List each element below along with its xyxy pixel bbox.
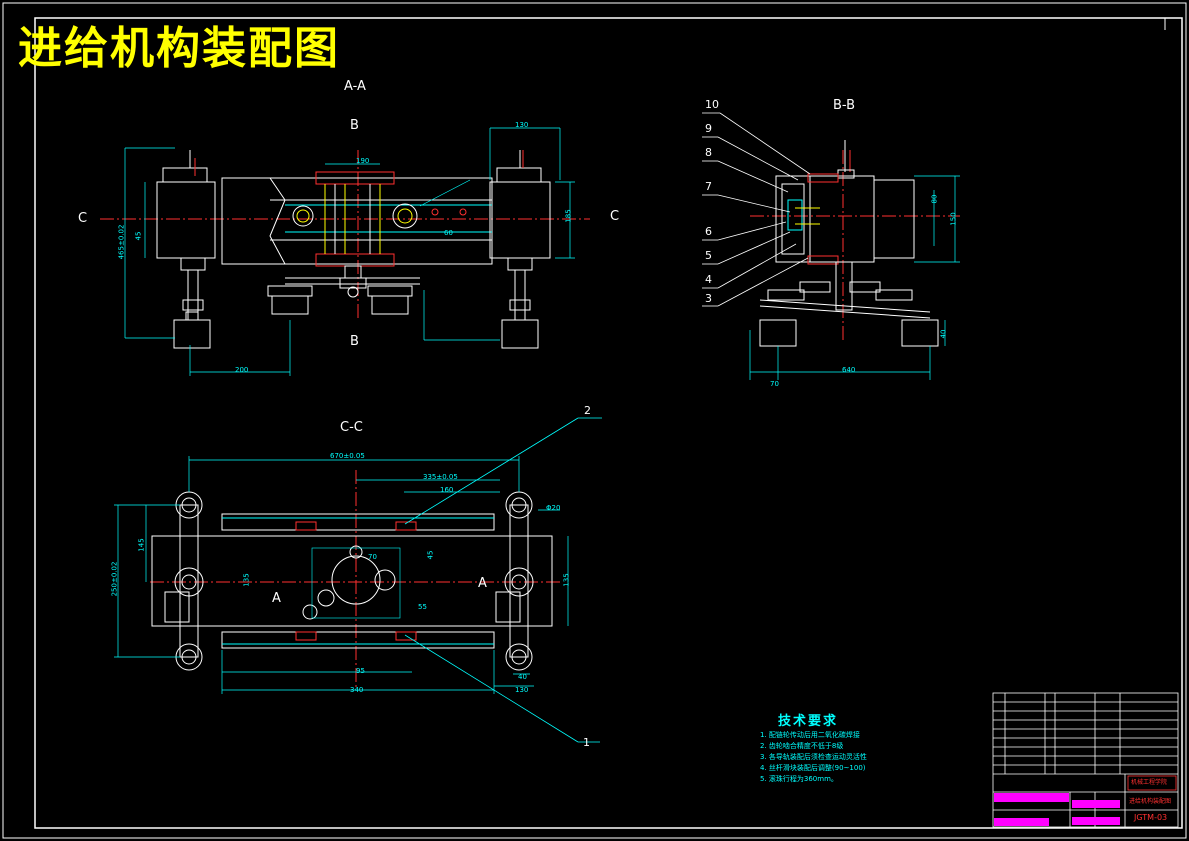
drawing-title: 进给机构装配图: [18, 23, 340, 74]
dim-cc-inner: 335±0.05: [423, 473, 458, 481]
dim-bb-offset: 70: [770, 380, 779, 388]
dim-cc-55: 55: [418, 603, 427, 611]
callout-7: 7: [705, 180, 712, 193]
tech-requirement-4: 4. 丝杆滑块装配后调整(90~100): [760, 764, 866, 772]
callout-9: 9: [705, 122, 712, 135]
dim-cc-95: 95: [356, 667, 365, 675]
view-label-cc: C-C: [340, 420, 363, 435]
dim-cc-130: 130: [515, 686, 529, 694]
dim-cc-45: 45: [426, 550, 435, 560]
view-aa: [100, 127, 590, 376]
dim-cc-40: 40: [518, 673, 527, 681]
dim-cc-70: 70: [368, 553, 377, 561]
section-mark-a-right: A: [478, 576, 487, 591]
dim-cc-dia: Φ20: [546, 504, 561, 512]
view-bb: [702, 112, 960, 380]
dim-aa-center-top: 190: [356, 157, 370, 165]
dim-cc-340: 340: [350, 686, 364, 694]
dim-bb-height-b: 150: [949, 212, 958, 226]
callout-2: 2: [584, 404, 591, 417]
callout-8: 8: [705, 146, 712, 159]
tech-requirement-2: 2. 齿轮啮合精度不低于8级: [760, 742, 844, 750]
callout-10: 10: [705, 98, 719, 111]
inner-frame: [34, 17, 1183, 829]
dim-cc-left-250: 250±0.02: [110, 561, 119, 597]
tech-requirement-3: 3. 各导轨装配后须检查运动灵活性: [760, 753, 867, 761]
section-mark-b-bottom: B: [350, 334, 359, 349]
dim-cc-right-135: 135: [562, 573, 571, 587]
dim-cc-mid-135: 135: [242, 573, 251, 587]
dim-bb-foot: 40: [939, 329, 948, 339]
tech-requirements-title: 技术要求: [778, 714, 839, 729]
section-mark-c-right: C: [610, 209, 620, 224]
dim-bb-width: 640: [842, 366, 856, 374]
view-cc: [114, 417, 602, 743]
dim-cc-left-145: 145: [137, 538, 146, 552]
view-label-bb: B-B: [833, 98, 856, 113]
dim-cc-overall: 670±0.05: [330, 452, 365, 460]
tech-requirement-5: 5. 滚珠行程为360mm。: [760, 775, 838, 783]
section-mark-b-top: B: [350, 118, 359, 133]
section-mark-a-left: A: [272, 591, 281, 606]
dim-aa-height: 185: [564, 209, 573, 223]
title-block-company: 机械工程学院: [1131, 779, 1168, 786]
tech-requirement-1: 1. 配链轮传动后用二氧化碳焊接: [760, 731, 860, 739]
section-mark-c-left: C: [78, 211, 88, 226]
dim-bb-height-a: 80: [930, 194, 939, 204]
title-block: [992, 692, 1179, 828]
dim-cc-160: 160: [440, 486, 454, 494]
callout-1: 1: [583, 736, 590, 749]
view-label-aa: A-A: [344, 79, 366, 94]
title-block-drawing-no: JGTM-03: [1134, 813, 1168, 822]
dim-aa-left-vert: 465±0.02: [117, 224, 126, 260]
callout-4: 4: [705, 273, 712, 286]
callout-6: 6: [705, 225, 712, 238]
dim-aa-width-bottom: 200: [235, 366, 249, 374]
callout-3: 3: [705, 292, 712, 305]
dim-aa-left-small: 45: [134, 231, 143, 241]
dim-aa-top-right: 130: [515, 121, 529, 129]
callout-5: 5: [705, 249, 712, 262]
title-block-name: 进给机构装配图: [1129, 798, 1172, 805]
dim-aa-center-60: 60: [444, 229, 453, 237]
